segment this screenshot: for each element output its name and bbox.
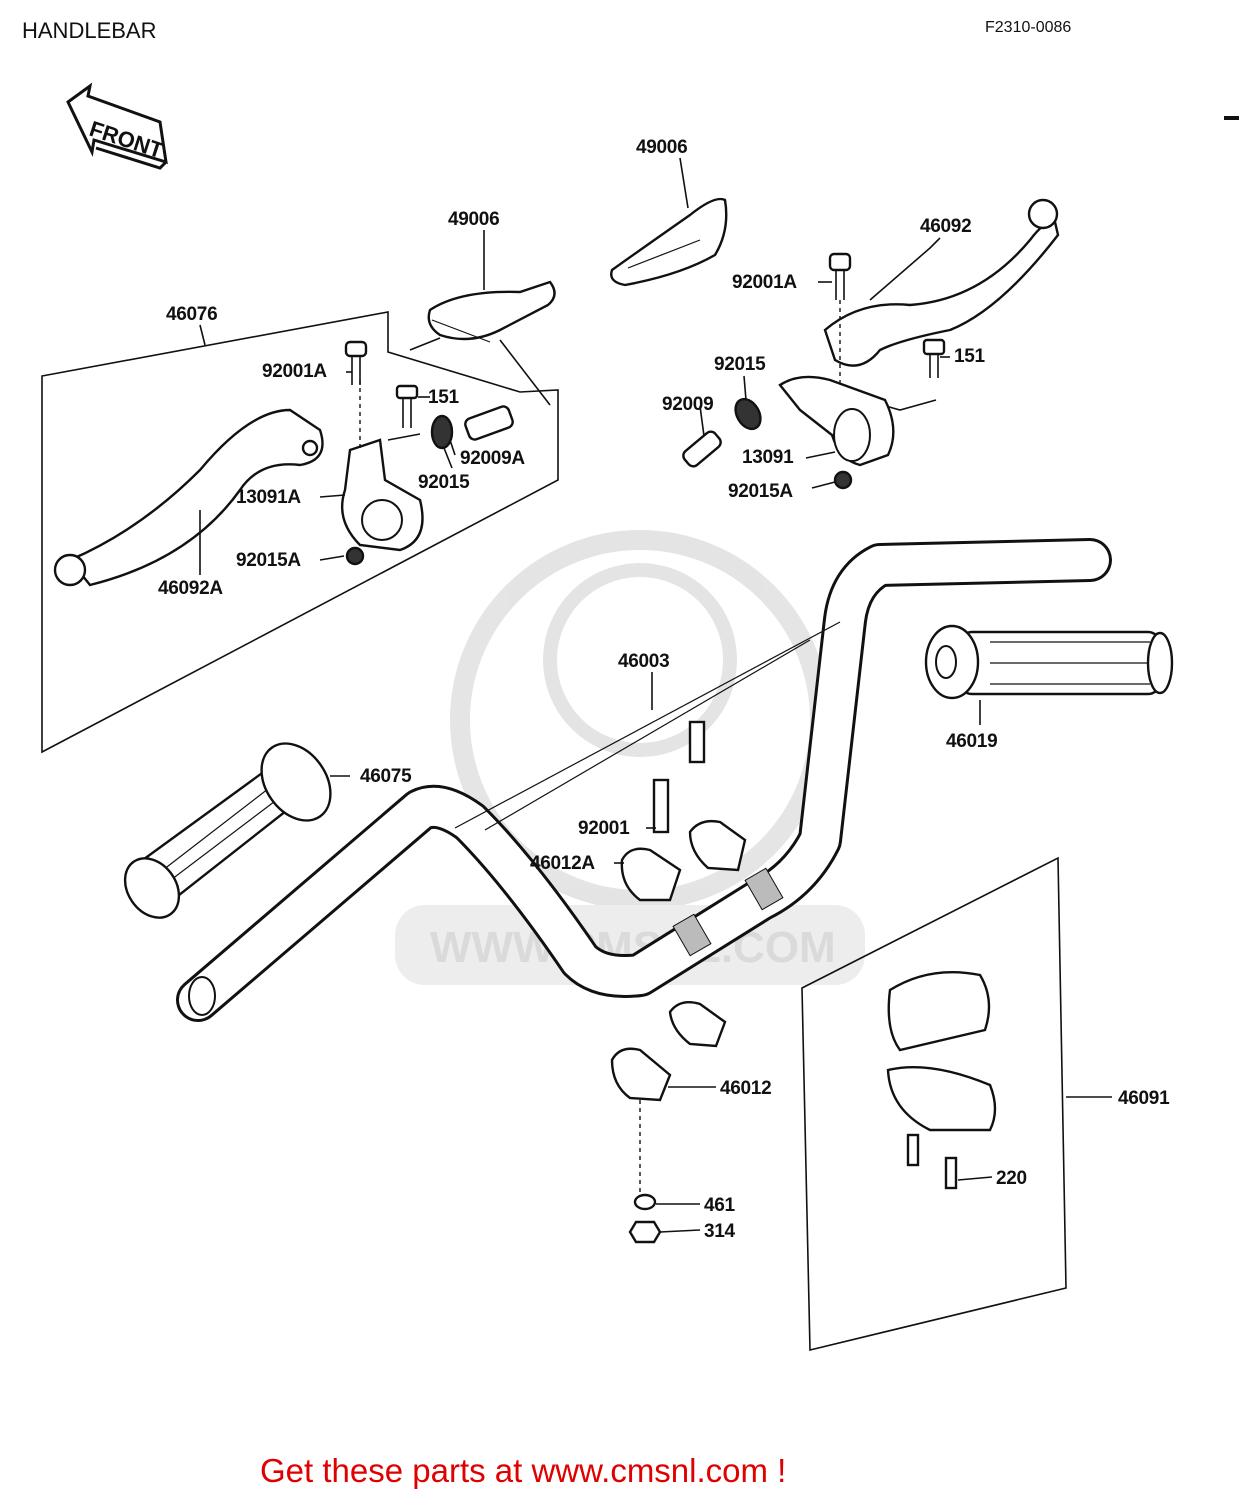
label-13091A: 13091A xyxy=(236,487,301,508)
page-title: HANDLEBAR xyxy=(22,18,156,43)
label-92015A-left: 92015A xyxy=(236,550,301,571)
label-46091: 46091 xyxy=(1118,1088,1170,1109)
label-92001: 92001 xyxy=(578,818,630,839)
label-46012A: 46012A xyxy=(530,853,595,874)
label-92015-left: 92015 xyxy=(418,472,470,493)
grip-46019 xyxy=(924,624,1174,700)
lever-holder-13091A xyxy=(340,380,424,566)
lever-cover-49006-left xyxy=(427,280,556,343)
label-46019: 46019 xyxy=(946,731,997,752)
shop-banner-link[interactable]: Get these parts at www.cmsnl.com ! xyxy=(260,1452,786,1489)
label-92001A-right: 92001A xyxy=(732,272,797,293)
label-46092: 46092 xyxy=(920,216,971,237)
right-switch-group-outline xyxy=(801,856,1067,1352)
lever-46092 xyxy=(823,198,1060,367)
edge-mark xyxy=(1224,116,1239,120)
lever-cover-49006-right xyxy=(610,197,728,287)
label-92015A-right: 92015A xyxy=(728,481,793,502)
label-151-right: 151 xyxy=(954,346,986,367)
grip-46075 xyxy=(123,742,332,919)
label-46092A: 46092A xyxy=(158,578,223,599)
bolt-151-left xyxy=(395,384,419,428)
label-151-left: 151 xyxy=(428,387,460,408)
switch-housing-46091 xyxy=(886,970,997,1190)
lever-holder-13091 xyxy=(778,375,895,490)
label-46003: 46003 xyxy=(618,651,669,672)
figure-code: F2310-0086 xyxy=(985,19,1071,36)
label-92015-right: 92015 xyxy=(714,354,766,375)
label-49006-right: 49006 xyxy=(636,137,687,158)
cover-leader-left xyxy=(409,337,551,406)
leader-lines xyxy=(199,157,1112,1233)
label-46076: 46076 xyxy=(166,304,217,325)
label-49006-left: 49006 xyxy=(448,209,499,230)
adjuster-92009A-left xyxy=(387,405,514,450)
handlebar-46003 xyxy=(176,538,1112,1022)
bolt-151-right xyxy=(922,338,946,378)
clamp-46012 xyxy=(610,1001,727,1244)
front-arrow-icon: FRONT xyxy=(66,82,168,170)
watermark-logo: WWW.CMSNL.COM xyxy=(395,530,865,985)
label-314: 314 xyxy=(704,1221,736,1242)
clamp-46012A xyxy=(620,720,747,902)
label-92001A-left: 92001A xyxy=(262,361,327,382)
label-46012: 46012 xyxy=(720,1078,771,1099)
adjuster-92009-right xyxy=(682,430,722,468)
washer-92015-right xyxy=(734,397,762,431)
label-13091: 13091 xyxy=(742,447,794,468)
label-461: 461 xyxy=(704,1195,736,1216)
label-46075: 46075 xyxy=(360,766,412,787)
label-220: 220 xyxy=(996,1168,1027,1189)
label-92009: 92009 xyxy=(662,394,713,415)
bolt-92001A-right xyxy=(828,252,852,385)
bolt-92001A-left xyxy=(344,340,368,385)
label-92009A: 92009A xyxy=(460,448,525,469)
